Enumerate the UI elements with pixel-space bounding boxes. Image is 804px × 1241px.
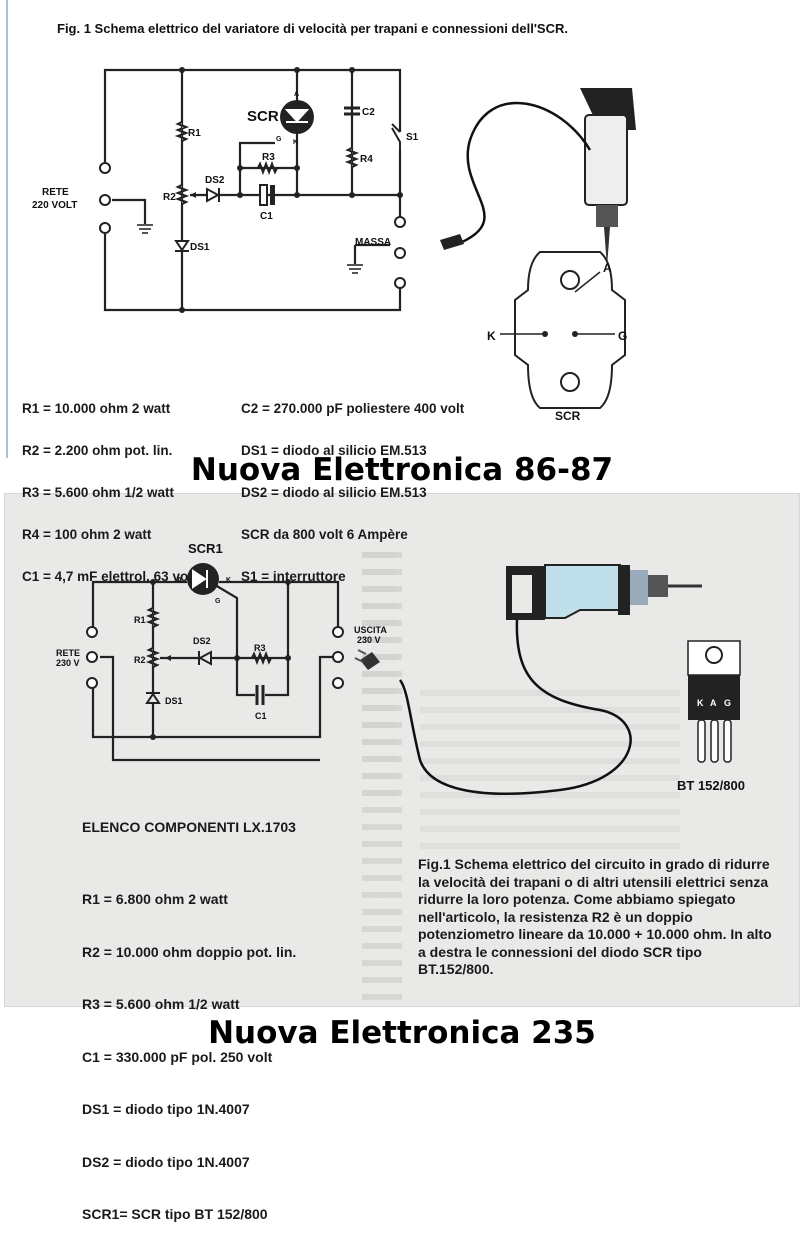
r1-label: R1 [134, 615, 146, 625]
plug-icon [354, 649, 380, 670]
component-item: DS1 = diodo al silicio EM.513 [241, 443, 427, 458]
component-item: C2 = 270.000 pF poliestere 400 volt [241, 401, 465, 416]
pkg-gate-label: G [724, 698, 731, 708]
r2-label: R2 [163, 192, 176, 203]
top-components-left: R1 = 10.000 ohm 2 watt R2 = 2.200 ohm po… [22, 374, 196, 598]
capacitor-icon [259, 106, 360, 206]
top-schematic: Fig. 1 Schema elettrico del variatore di… [32, 21, 636, 423]
component-item: SCR da 800 volt 6 Ampère [241, 527, 408, 542]
diode-icon [174, 187, 221, 252]
resistor-icon [174, 121, 360, 205]
heading-bottom: Nuova Elettronica 235 [208, 1015, 596, 1051]
ds2-label: DS2 [205, 175, 225, 186]
scr-cathode-label: K [293, 139, 298, 146]
bottom-nodes [150, 579, 291, 740]
r4-label: R4 [360, 154, 373, 165]
r3-label: R3 [262, 152, 275, 163]
heading-top: Nuova Elettronica 86-87 [190, 452, 614, 488]
pkg-anode-label: A [603, 261, 612, 275]
ds2-label: DS2 [193, 636, 211, 646]
r1-label: R1 [188, 128, 201, 139]
drill-illustration [398, 564, 702, 795]
s1-label: S1 [406, 132, 419, 143]
diode-icon [145, 650, 212, 704]
ds1-label: DS1 [190, 242, 210, 253]
potentiometer-wiper-icon [190, 192, 196, 198]
top-nodes [179, 67, 403, 313]
pkg-gate-label: G [618, 329, 627, 343]
pkg-cathode-label: K [487, 329, 496, 343]
bottom-wires [91, 580, 340, 762]
rete-voltage-label: 220 VOLT [32, 200, 77, 211]
scr-label: SCR [247, 108, 279, 125]
component-item: R2 = 10.000 ohm doppio pot. lin. [82, 943, 297, 960]
component-item: SCR1= SCR tipo BT 152/800 [82, 1206, 268, 1222]
figure-caption: Fig.1 Schema elettrico del circuito in g… [418, 856, 772, 977]
component-item: R4 = 100 ohm 2 watt [22, 527, 152, 542]
article-text-column-right [420, 690, 680, 850]
component-item: R3 = 5.600 ohm 1/2 watt [82, 996, 240, 1012]
rete-label: RETE [56, 648, 80, 658]
component-item: R1 = 10.000 ohm 2 watt [22, 401, 171, 416]
potentiometer-wiper-icon [165, 655, 171, 661]
uscita-voltage-label: 230 V [357, 635, 381, 645]
bottom-schematic: SCR1 A K G R1 R2 R3 C1 DS1 DS2 RETE 230 … [56, 541, 745, 795]
pkg-name-label: BT 152/800 [677, 778, 745, 793]
scr-symbol-icon [280, 100, 314, 134]
component-item: R2 = 2.200 ohm pot. lin. [22, 443, 173, 458]
uscita-label: USCITA [354, 625, 387, 635]
component-item: C1 = 4,7 mF elettrol. 63 volt [22, 569, 197, 584]
pkg-name-label: SCR [555, 409, 581, 423]
component-item: DS2 = diodo tipo 1N.4007 [82, 1153, 250, 1170]
scr1-cathode-label: K [226, 577, 231, 584]
bt152-package-illustration [687, 640, 741, 763]
scr1-gate-label: G [215, 598, 221, 605]
component-item: DS2 = diodo al silicio EM.513 [241, 485, 427, 500]
top-terminals [99, 162, 406, 289]
scr-gate-label: G [276, 136, 282, 143]
component-item: R3 = 5.600 ohm 1/2 watt [22, 485, 174, 500]
component-item: C1 = 330.000 pF pol. 250 volt [82, 1048, 273, 1065]
scr-anode-label: A [294, 91, 299, 98]
rete-label: RETE [42, 187, 69, 198]
bottom-components-title: ELENCO COMPONENTI LX.1703 [82, 819, 296, 835]
resistor-icon [145, 607, 272, 668]
switch-icon [391, 123, 401, 150]
scr1-anode-label: A [177, 577, 182, 584]
top-figure-title: Fig. 1 Schema elettrico del variatore di… [57, 21, 568, 36]
ds1-label: DS1 [165, 696, 183, 706]
c1-label: C1 [255, 711, 267, 721]
component-item: DS1 = diodo tipo 1N.4007 [82, 1101, 250, 1117]
component-item: S1 = interruttore [241, 569, 346, 584]
scr-symbol-icon [187, 563, 219, 595]
rete-voltage-label: 230 V [56, 658, 80, 668]
drill-illustration [440, 88, 636, 267]
r3-label: R3 [254, 643, 266, 653]
scr-package-illustration [500, 251, 626, 409]
scr1-label: SCR1 [188, 541, 223, 556]
r2-label: R2 [134, 655, 146, 665]
pkg-cathode-label: K [697, 698, 704, 708]
pkg-anode-label: A [710, 698, 717, 708]
massa-label: MASSA [355, 237, 391, 248]
capacitor-icon [255, 685, 265, 705]
article-text-column-mid [362, 552, 397, 802]
bottom-terminals [86, 626, 344, 689]
component-item: R1 = 6.800 ohm 2 watt [82, 891, 228, 907]
top-components-right: C2 = 270.000 pF poliestere 400 volt DS1 … [241, 374, 464, 598]
c2-label: C2 [362, 107, 375, 118]
c1-label: C1 [260, 211, 273, 222]
ground-icon [137, 224, 363, 274]
